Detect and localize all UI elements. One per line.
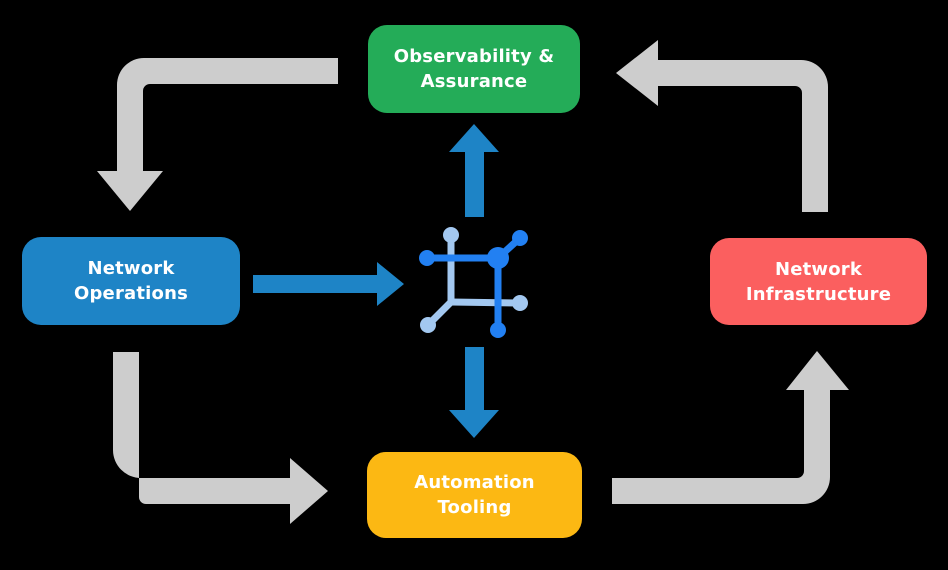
- hub-line-bottom-edge: [447, 298, 524, 307]
- network-hub-icon: [419, 227, 528, 338]
- box-label-line: Assurance: [420, 71, 528, 92]
- flow-arrow-hub-to-observability: [449, 124, 499, 217]
- box-automation-tooling: Automation Tooling: [367, 452, 582, 538]
- hub-node-bottom-left: [420, 317, 436, 333]
- hub-node-corner-junction: [487, 247, 509, 269]
- box-label-line: Operations: [73, 283, 189, 304]
- box-observability-assurance: Observability & Assurance: [368, 25, 580, 113]
- box-label-line: Tooling: [437, 497, 512, 518]
- hub-node-right: [512, 295, 528, 311]
- box-label-line: Automation: [414, 472, 535, 493]
- hub-node-top: [443, 227, 459, 243]
- hub-node-top-right: [512, 230, 528, 246]
- box-label-line: Observability &: [393, 46, 555, 67]
- box-label-line: Infrastructure: [745, 283, 892, 305]
- box-label-line: Network: [87, 258, 175, 279]
- flow-arrow-operations-to-hub: [253, 262, 404, 306]
- flow-arrow-hub-to-automation: [449, 347, 499, 438]
- cycle-arrow-infrastructure-to-observability: [616, 40, 828, 212]
- cycle-arrow-operations-to-automation: [113, 352, 328, 524]
- box-network-operations: Network Operations: [22, 237, 240, 325]
- box-label-line: Network: [774, 258, 863, 280]
- box-network-infrastructure: Network Infrastructure: [710, 238, 927, 325]
- hub-node-bottom: [490, 322, 506, 338]
- cycle-arrow-automation-to-infrastructure: [612, 351, 849, 504]
- hub-node-left: [419, 250, 435, 266]
- cycle-arrow-observability-to-operations: [97, 58, 338, 211]
